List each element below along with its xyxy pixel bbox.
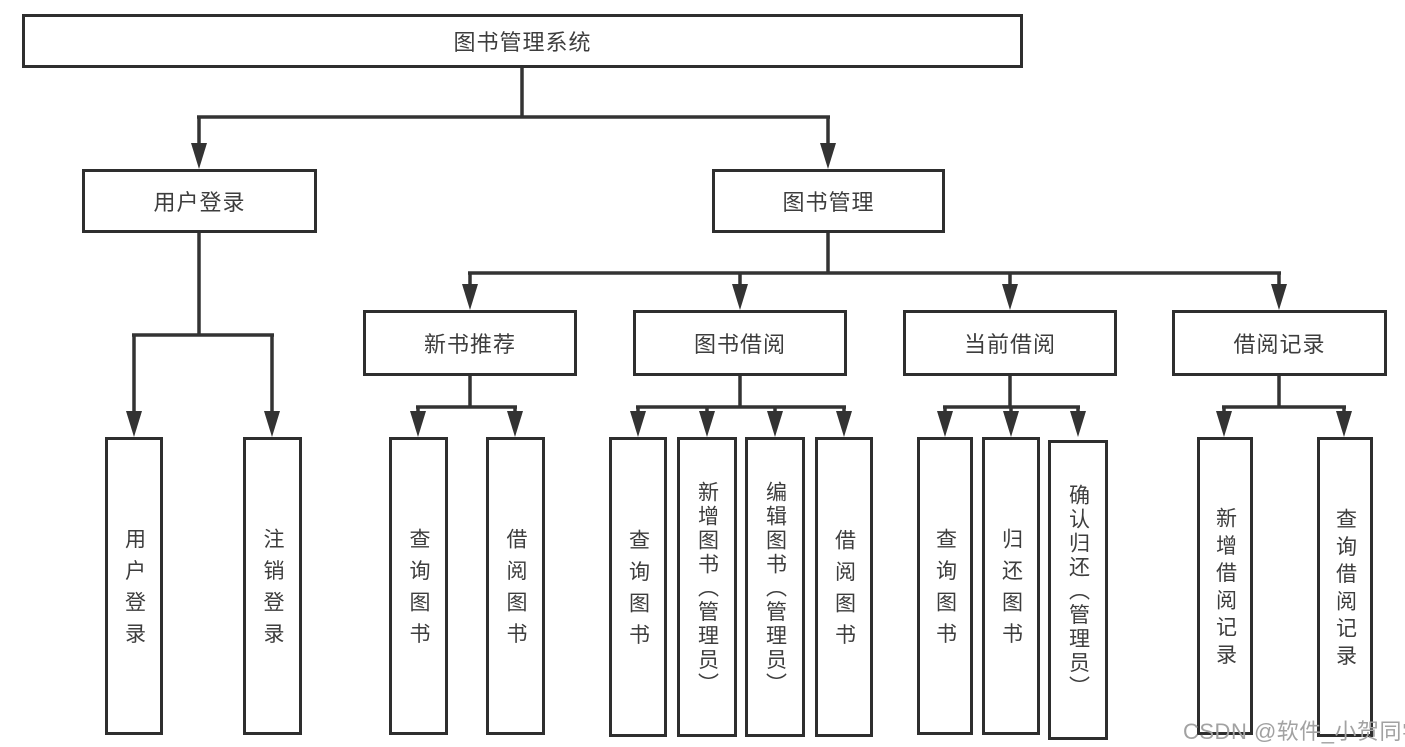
- node-book-borrow: 图书借阅: [633, 310, 847, 376]
- leaf-bb-add-book-admin: 新增图书（管理员）: [677, 437, 737, 737]
- leaf-cb-confirm-return-admin: 确认归还（管理员）: [1048, 440, 1108, 740]
- leaf-cb-return-book: 归还图书: [982, 437, 1040, 735]
- leaf-nbr-borrow-book: 借阅图书: [486, 437, 545, 735]
- node-user-login: 用户登录: [82, 169, 317, 233]
- node-new-book-recommend: 新书推荐: [363, 310, 577, 376]
- watermark-text: CSDN @软件_小贺同学: [1183, 719, 1405, 744]
- node-root: 图书管理系统: [22, 14, 1023, 68]
- leaf-cb-query-book: 查询图书: [917, 437, 973, 735]
- leaf-br-query-record: 查询借阅记录: [1317, 437, 1373, 737]
- leaf-bb-query-book: 查询图书: [609, 437, 667, 737]
- leaf-logout: 注销登录: [243, 437, 302, 735]
- leaf-bb-edit-book-admin: 编辑图书（管理员）: [745, 437, 805, 737]
- node-current-borrow: 当前借阅: [903, 310, 1117, 376]
- leaf-user-login: 用户登录: [105, 437, 163, 735]
- leaf-nbr-query-book: 查询图书: [389, 437, 448, 735]
- node-book-management: 图书管理: [712, 169, 945, 233]
- leaf-br-add-record: 新增借阅记录: [1197, 437, 1253, 735]
- node-borrow-records: 借阅记录: [1172, 310, 1387, 376]
- leaf-bb-borrow-book: 借阅图书: [815, 437, 873, 737]
